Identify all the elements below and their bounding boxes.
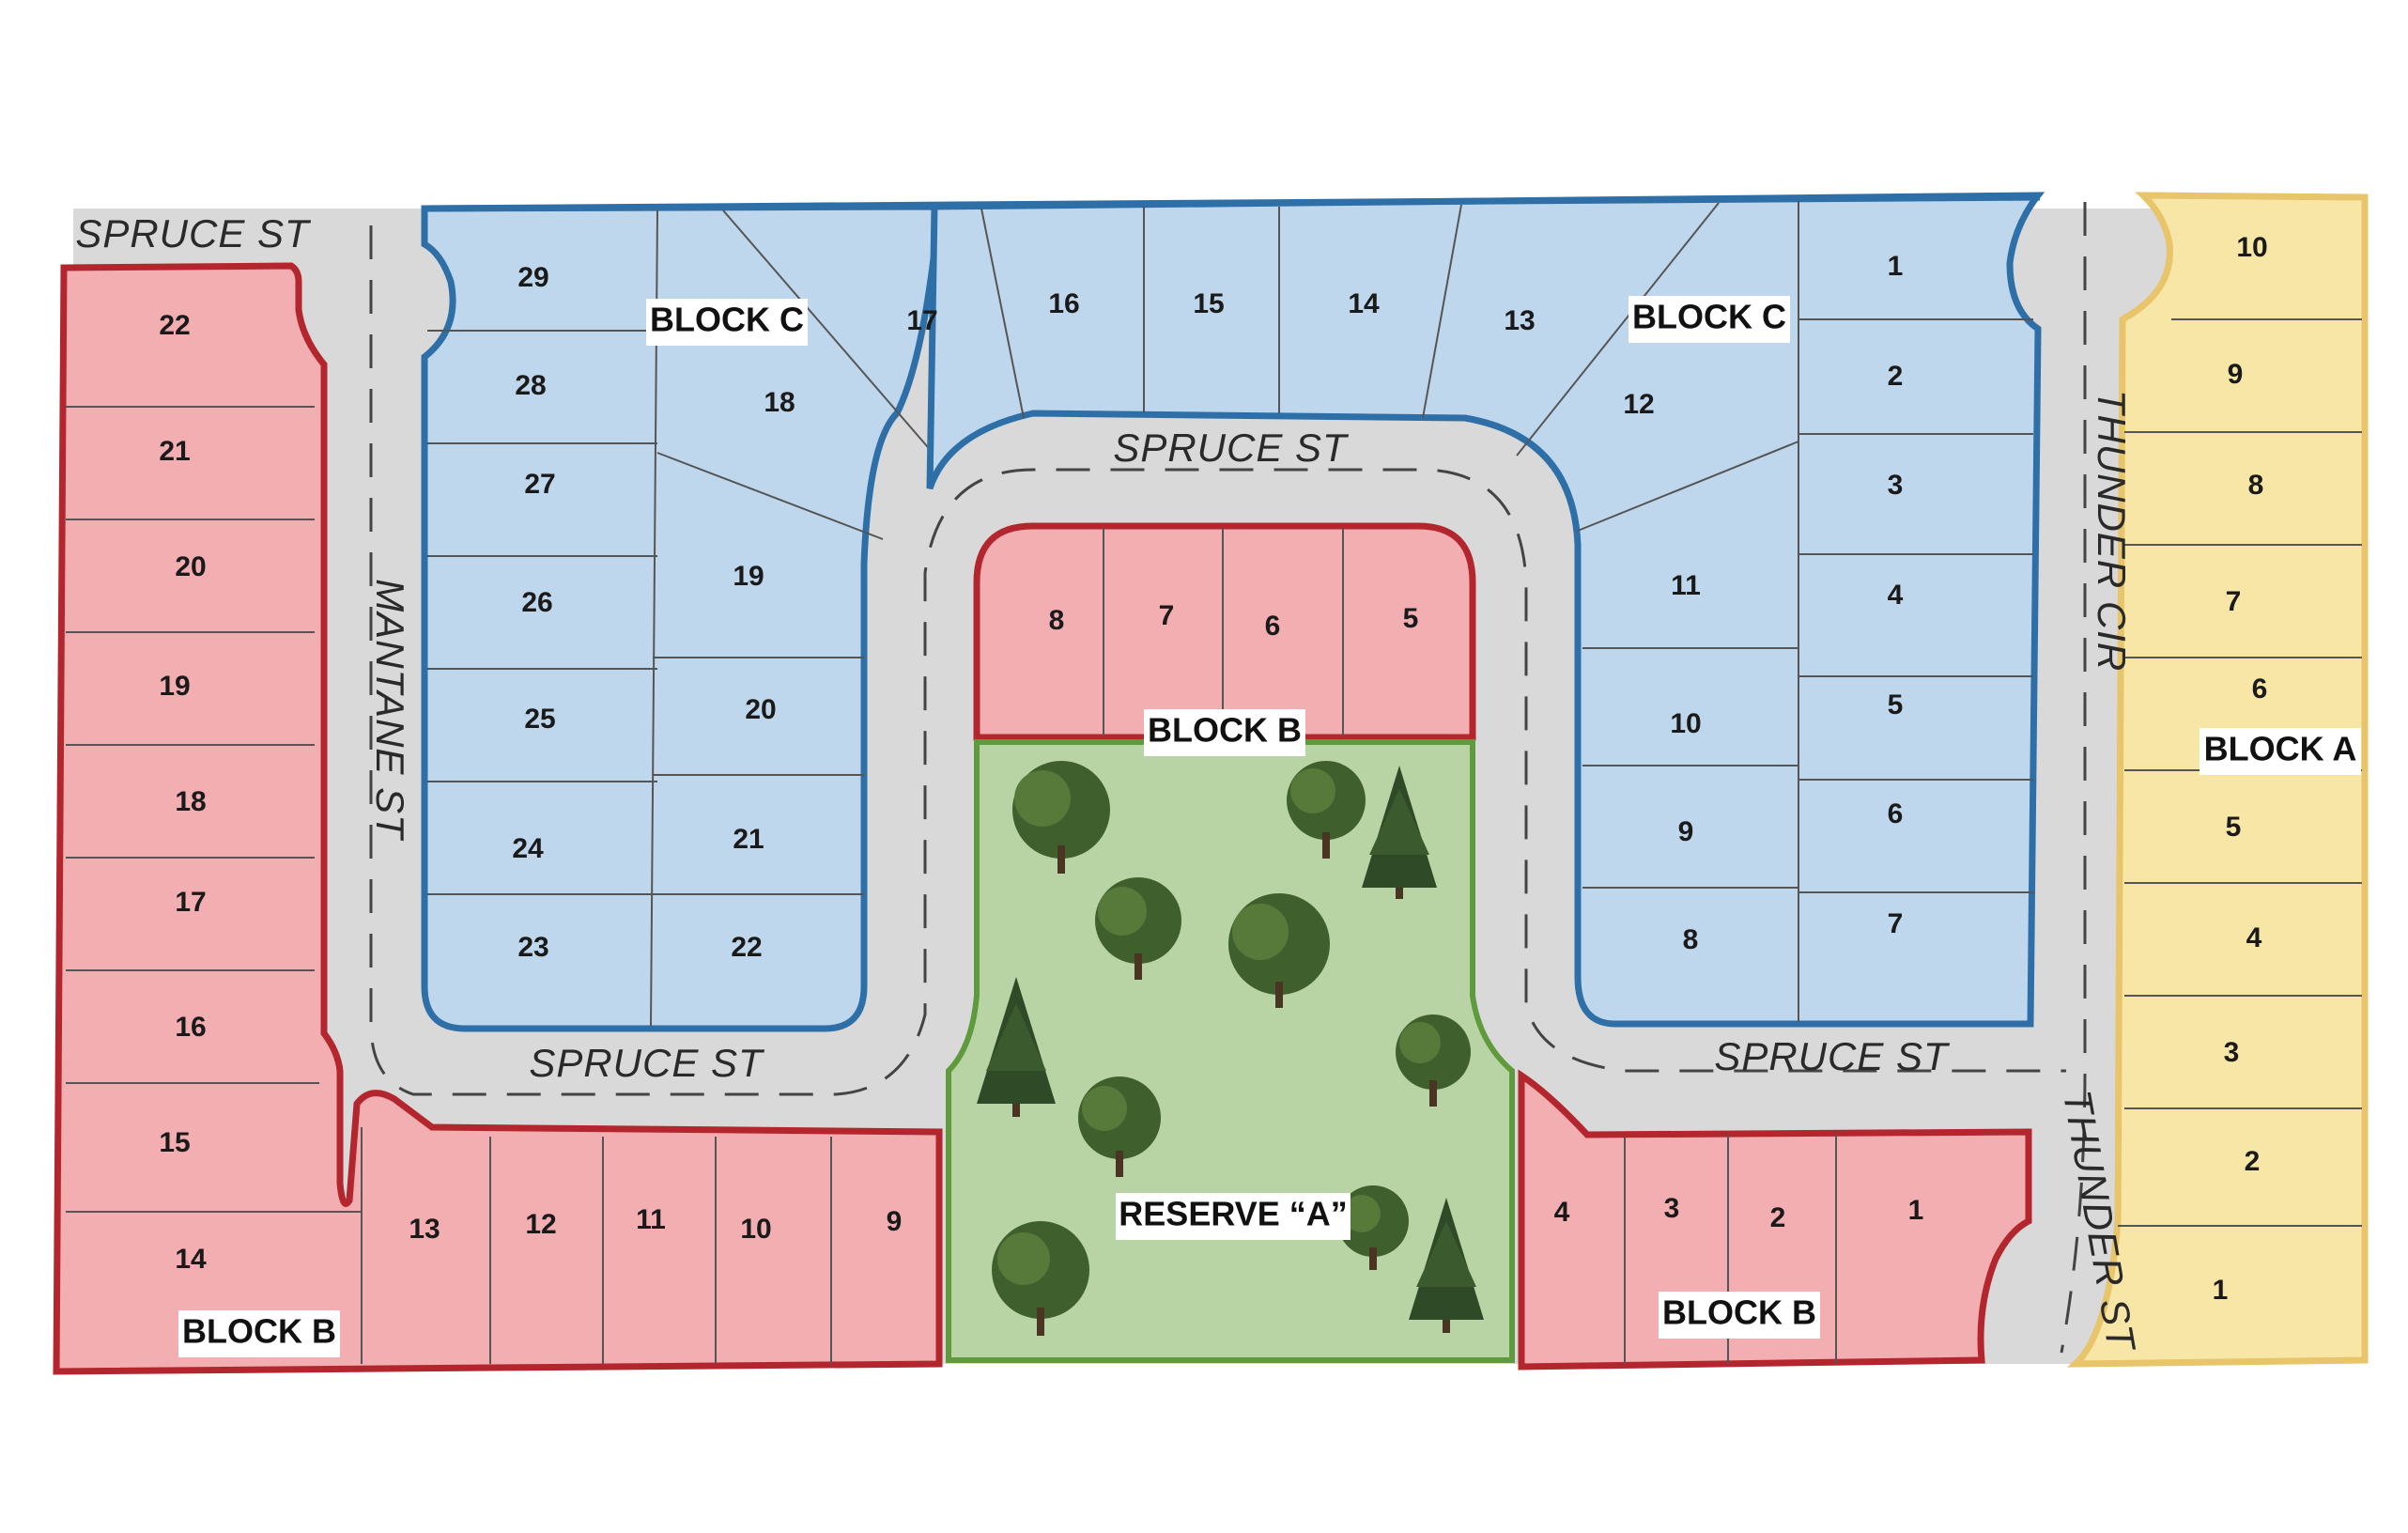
lot-label[interactable]: 5 bbox=[1888, 689, 1904, 720]
lot-label[interactable]: 16 bbox=[175, 1012, 206, 1043]
lot-label[interactable]: 16 bbox=[1048, 288, 1079, 319]
lot-label[interactable]: 7 bbox=[2226, 586, 2242, 617]
lot-label[interactable]: 5 bbox=[2226, 812, 2242, 843]
tree-icon bbox=[1228, 893, 1330, 1008]
tree-icon bbox=[1396, 1014, 1471, 1107]
lot-label[interactable]: 3 bbox=[1664, 1193, 1680, 1224]
lot-label[interactable]: 17 bbox=[906, 305, 937, 336]
road-centerlines bbox=[369, 202, 2087, 1354]
block-label-b-left: BLOCK B bbox=[182, 1312, 336, 1351]
lot-label[interactable]: 2 bbox=[1888, 361, 1904, 392]
lot-label[interactable]: 1 bbox=[1888, 251, 1904, 282]
lot-label[interactable]: 1 bbox=[2213, 1275, 2229, 1306]
lot-label[interactable]: 23 bbox=[517, 932, 548, 963]
lot-label[interactable]: 21 bbox=[733, 824, 764, 855]
lot-label[interactable]: 10 bbox=[1670, 708, 1701, 739]
tree-icon bbox=[1409, 1198, 1484, 1333]
street-label-thunder-cir: THUNDER CIR bbox=[2090, 390, 2134, 672]
tree-icon bbox=[992, 1221, 1089, 1336]
street-label-spruce-bottom-left: SPRUCE ST bbox=[529, 1041, 765, 1085]
block-label-a: BLOCK A bbox=[2204, 730, 2357, 768]
lot-label[interactable]: 1 bbox=[1908, 1195, 1924, 1226]
lot-label[interactable]: 22 bbox=[731, 932, 762, 963]
tree-icon bbox=[1012, 761, 1110, 874]
lot-label[interactable]: 10 bbox=[2236, 232, 2267, 263]
lot-label[interactable]: 11 bbox=[1671, 570, 1701, 601]
street-label-spruce-top-left: SPRUCE ST bbox=[75, 211, 312, 256]
block-a[interactable] bbox=[2066, 192, 2369, 1368]
lot-label[interactable]: 8 bbox=[1683, 924, 1699, 955]
tree-icon bbox=[1362, 766, 1437, 899]
lot-label[interactable]: 26 bbox=[521, 587, 552, 618]
street-label-mantane: MANTANE ST bbox=[368, 579, 412, 842]
lot-label[interactable]: 21 bbox=[159, 436, 190, 467]
tree-icon bbox=[1287, 761, 1366, 859]
block-label-b-center: BLOCK B bbox=[1148, 711, 1302, 750]
tree-icon bbox=[1078, 1076, 1161, 1177]
lot-label[interactable]: 15 bbox=[159, 1127, 190, 1158]
lot-numbers: 10 9 8 7 6 5 4 3 2 1 22 21 20 19 18 17 1… bbox=[159, 232, 2267, 1306]
lot-label[interactable]: 7 bbox=[1159, 600, 1175, 631]
lot-label[interactable]: 2 bbox=[1770, 1202, 1786, 1233]
block-b-center[interactable] bbox=[973, 522, 1476, 741]
lot-label[interactable]: 15 bbox=[1193, 288, 1224, 319]
lot-label[interactable]: 19 bbox=[159, 671, 190, 702]
lot-label[interactable]: 12 bbox=[525, 1209, 556, 1240]
lot-label[interactable]: 17 bbox=[175, 887, 206, 918]
lot-label[interactable]: 6 bbox=[2252, 674, 2268, 705]
street-label-spruce-bottom-right: SPRUCE ST bbox=[1714, 1034, 1951, 1078]
street-label-spruce-center: SPRUCE ST bbox=[1113, 426, 1350, 470]
lot-label[interactable]: 8 bbox=[1049, 605, 1065, 636]
lot-label[interactable]: 13 bbox=[409, 1214, 440, 1245]
lot-label[interactable]: 9 bbox=[1678, 816, 1694, 847]
lot-label[interactable]: 20 bbox=[175, 551, 206, 582]
lot-label[interactable]: 7 bbox=[1888, 908, 1904, 939]
lot-label[interactable]: 29 bbox=[517, 262, 548, 293]
lot-label[interactable]: 9 bbox=[2228, 359, 2244, 390]
block-c-left[interactable] bbox=[421, 203, 943, 1032]
lot-label[interactable]: 9 bbox=[887, 1206, 903, 1237]
lot-label[interactable]: 19 bbox=[733, 561, 764, 592]
lot-label[interactable]: 5 bbox=[1403, 603, 1419, 634]
lot-label[interactable]: 4 bbox=[2246, 922, 2262, 953]
lot-label[interactable]: 24 bbox=[512, 833, 544, 864]
lot-label[interactable]: 4 bbox=[1888, 580, 1904, 611]
lot-label[interactable]: 3 bbox=[1888, 470, 1904, 501]
lot-label[interactable]: 2 bbox=[2245, 1146, 2261, 1177]
lot-label[interactable]: 25 bbox=[524, 704, 555, 735]
lot-label[interactable]: 12 bbox=[1623, 389, 1654, 420]
lot-label[interactable]: 6 bbox=[1888, 798, 1904, 829]
lot-label[interactable]: 4 bbox=[1554, 1197, 1570, 1228]
lot-label[interactable]: 3 bbox=[2224, 1037, 2240, 1068]
lot-label[interactable]: 14 bbox=[1348, 288, 1380, 319]
lot-label[interactable]: 11 bbox=[636, 1204, 666, 1235]
lot-label[interactable]: 6 bbox=[1265, 611, 1281, 642]
reserve-trees bbox=[977, 761, 1484, 1336]
lot-label[interactable]: 22 bbox=[159, 310, 190, 341]
block-label-c-right: BLOCK C bbox=[1632, 298, 1786, 336]
reserve-label: RESERVE “A” bbox=[1119, 1195, 1347, 1233]
lot-label[interactable]: 20 bbox=[745, 694, 776, 725]
block-label-c-left: BLOCK C bbox=[650, 301, 804, 339]
block-label-b-right: BLOCK B bbox=[1662, 1293, 1816, 1332]
tree-icon bbox=[1095, 877, 1181, 980]
block-b-left[interactable] bbox=[53, 262, 943, 1375]
lot-label[interactable]: 28 bbox=[515, 370, 546, 401]
tree-icon bbox=[1337, 1185, 1409, 1270]
lot-label[interactable]: 13 bbox=[1504, 305, 1535, 336]
lot-label[interactable]: 10 bbox=[740, 1214, 771, 1245]
lot-label[interactable]: 27 bbox=[524, 469, 555, 500]
tree-icon bbox=[977, 977, 1056, 1117]
lot-label[interactable]: 14 bbox=[175, 1244, 207, 1275]
lot-label[interactable]: 18 bbox=[764, 387, 795, 418]
lot-label[interactable]: 8 bbox=[2248, 470, 2264, 501]
block-c-right[interactable] bbox=[422, 192, 2045, 1028]
lot-label[interactable]: 18 bbox=[175, 786, 206, 817]
block-labels: BLOCK C BLOCK C BLOCK B BLOCK B BLOCK B … bbox=[178, 296, 2361, 1357]
